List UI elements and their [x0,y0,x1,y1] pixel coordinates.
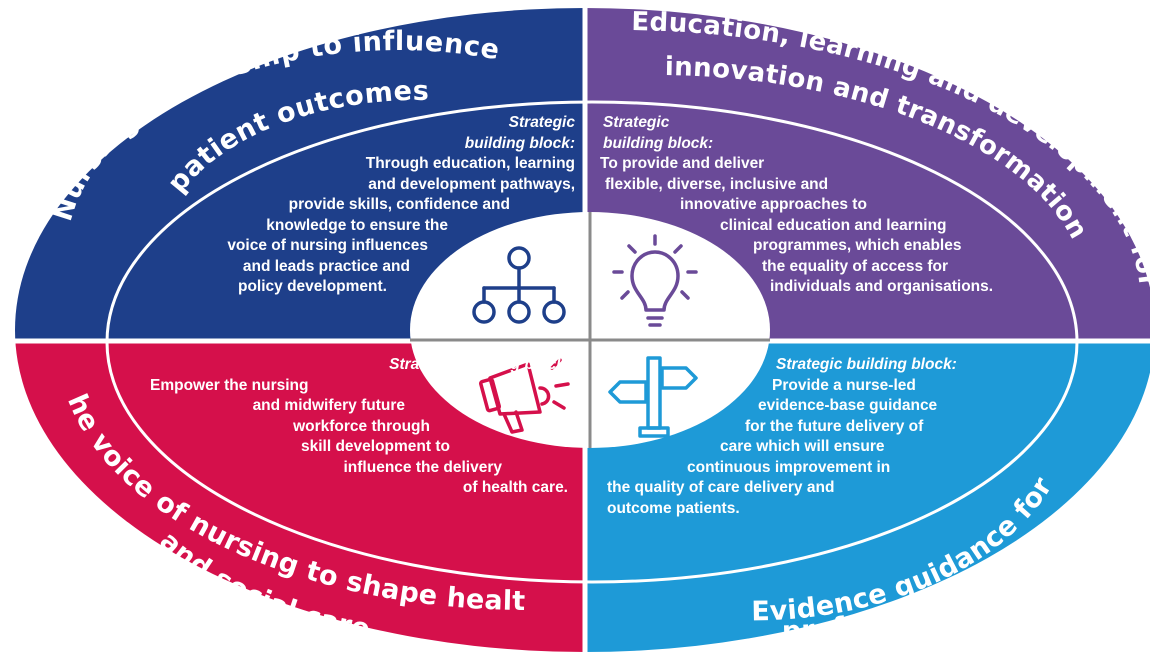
building-block-text-line: voice of nursing influences [227,237,428,254]
building-block-text-line: policy development. [237,278,387,295]
building-block-text-line: skill development to [300,438,450,455]
hierarchy-network-icon [472,246,566,324]
building-block-text-line: of health care. [462,479,568,496]
building-block-text-line: the equality of access for [762,257,949,275]
building-block-label-line2: building block: [603,134,714,152]
building-block-label-line2: building block: [464,134,575,152]
building-block-text-line: outcome patients. [607,499,740,517]
building-block-label: Strategic building block: [776,356,957,373]
building-block-education: Strategic building block: To provide and… [600,113,1070,298]
signpost-icon [608,356,698,438]
building-block-label-line1: Strategic [603,114,670,131]
building-block-text-line: Empower the nursing [150,376,309,394]
building-block-text-line: workforce through [293,417,430,435]
building-block-voice-of-nursing: Strategic building block: Empower the nu… [150,355,570,499]
building-block-text-line: Provide a nurse-led [772,376,916,394]
lightbulb-icon [612,234,698,327]
building-block-text-line: and midwifery future [252,397,405,414]
building-block-text-line: for the future delivery of [745,417,924,435]
building-block-nursing-leadership: Strategic building block: Through educat… [190,113,575,298]
building-block-text-line: Through education, learning [365,155,575,172]
building-block-text-line: the quality of care delivery and [607,479,835,496]
building-block-text-line: knowledge to ensure the [266,216,448,234]
building-block-label: Strategic building block: [389,356,570,373]
building-block-text-line: influence the delivery [343,458,503,476]
building-block-text-line: provide skills, confidence and [288,196,510,213]
building-block-text-line: and development pathways, [368,175,575,193]
building-block-text-line: and leads practice and [242,257,410,275]
building-block-evidence-guidance: Strategic building block: Provide a nurs… [600,355,1030,519]
megaphone-icon [479,358,570,434]
inner-ring [105,100,1079,584]
building-block-text-line: clinical education and learning [720,216,947,234]
building-block-text-line: evidence-base guidance [758,397,938,414]
building-block-text-line: flexible, diverse, inclusive and [605,175,829,193]
building-block-text-line: programmes, which enables [753,237,962,254]
building-block-text-line: To provide and deliver [600,155,765,172]
building-block-label-line1: Strategic [508,114,575,131]
building-block-text-line: continuous improvement in [687,458,891,476]
building-block-text-line: care which will ensure [720,438,885,455]
building-block-text-line: innovative approaches to [680,196,867,213]
building-block-text-line: individuals and organisations. [770,278,994,295]
